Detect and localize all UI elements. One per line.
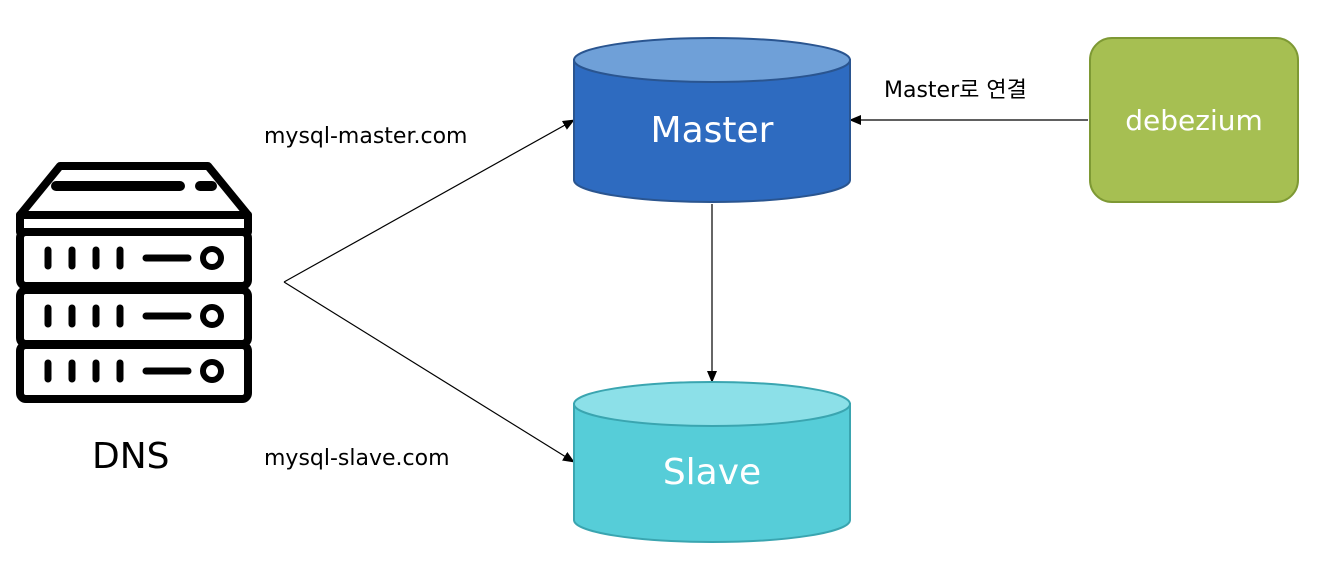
master-domain-label: mysql-master.com <box>264 124 468 149</box>
master-node-label: Master <box>650 110 774 151</box>
master-database <box>573 37 851 203</box>
edge-dns-to-slave <box>283 281 575 463</box>
slave-domain-label: mysql-slave.com <box>264 446 450 471</box>
slave-database <box>573 381 851 543</box>
server-rack-icon <box>16 162 252 403</box>
debezium-box <box>1089 37 1299 203</box>
slave-node-label: Slave <box>662 452 762 493</box>
dns-label: DNS <box>92 436 170 477</box>
debezium-link-label: Master로 연결 <box>884 78 1027 103</box>
edge-dns-to-master <box>283 119 575 283</box>
debezium-node-label: debezium <box>1125 104 1263 137</box>
